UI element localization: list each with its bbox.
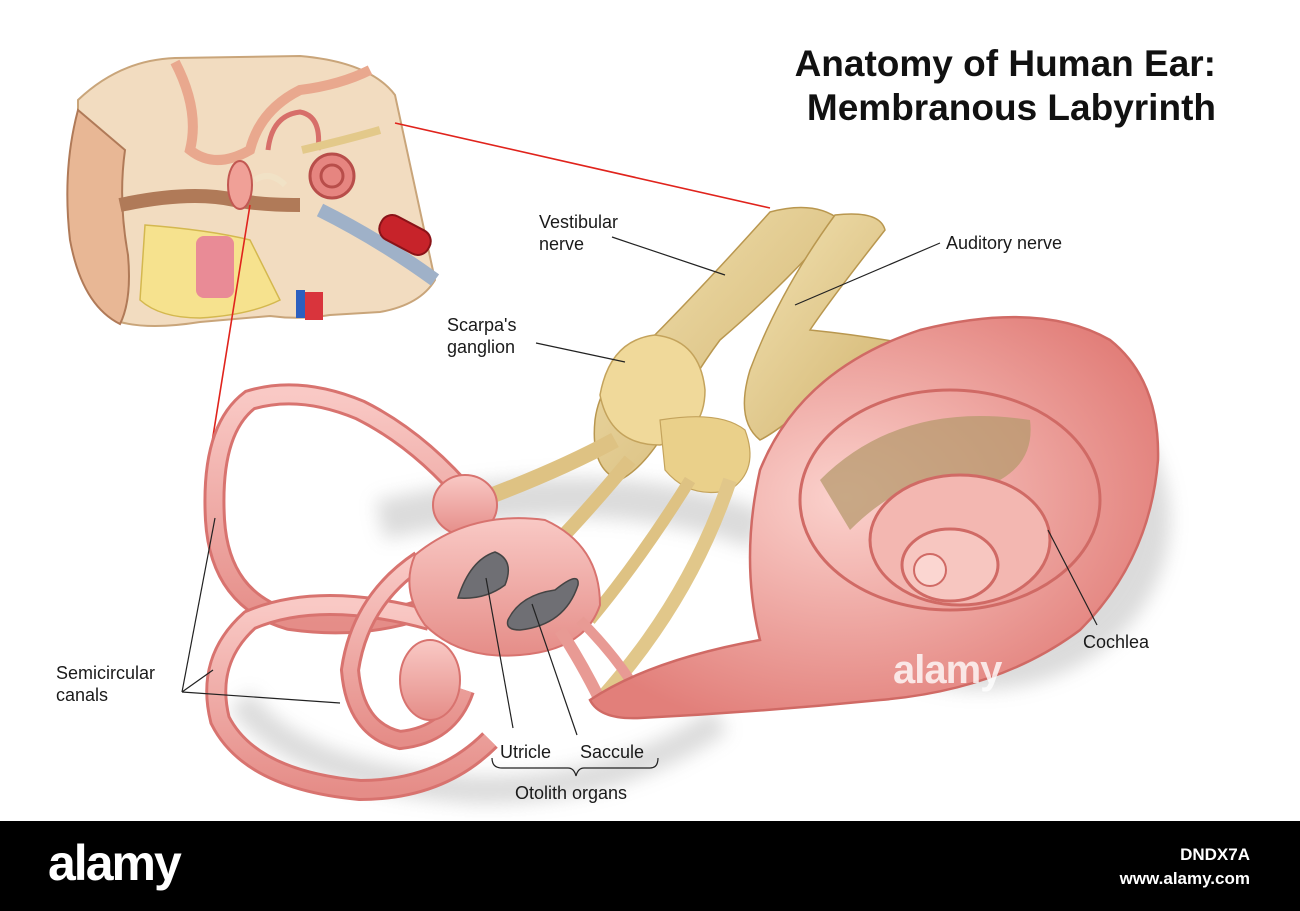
- leader-semicircular-2: [181, 669, 214, 693]
- label-scarpas-ganglion: Scarpa's ganglion: [447, 314, 516, 358]
- watermark: alamy: [893, 648, 1002, 692]
- leader-semicircular-1: [181, 517, 216, 693]
- leader-scarpa: [535, 342, 626, 363]
- parotid-gland: [196, 236, 234, 298]
- label-scarpa-line-1: Scarpa's: [447, 315, 517, 335]
- label-vestibular-nerve: Vestibular nerve: [539, 211, 618, 255]
- saccule-macula: [506, 577, 579, 631]
- leader-auditory: [794, 242, 941, 306]
- inset-semicircular-canals: [265, 109, 322, 151]
- outer-ear-shape: [66, 108, 130, 326]
- footer-image-id: DNDX7A: [1180, 845, 1250, 864]
- cochlear-nerve-fibres: [820, 416, 1031, 530]
- label-vestibular-line-2: nerve: [539, 234, 585, 254]
- utricle-macula: [456, 551, 510, 599]
- leader-lines: [181, 236, 1098, 777]
- footer-brand-logo: alamy: [48, 835, 182, 891]
- footer-site-url: www.alamy.com: [1119, 869, 1250, 888]
- label-semicircular-line-2: canals: [56, 685, 109, 705]
- jugular-vessel-blue: [296, 290, 305, 318]
- diagram-title: Anatomy of Human Ear: Membranous Labyrin…: [795, 42, 1216, 130]
- vestibule-body: [399, 474, 635, 721]
- label-utricle: Utricle: [500, 742, 552, 762]
- label-cochlea: Cochlea: [1083, 632, 1150, 652]
- semicircular-canals-shape: [203, 383, 498, 802]
- leader-semicircular-3: [181, 691, 341, 704]
- label-auditory-nerve: Auditory nerve: [946, 233, 1063, 253]
- leader-vestibular: [611, 236, 726, 276]
- ear-illustration: [66, 54, 1170, 805]
- label-vestibular-line-1: Vestibular: [539, 212, 619, 232]
- carotid-artery: [378, 214, 432, 256]
- label-otolith-organs: Otolith organs: [515, 783, 628, 803]
- inset-cochlea: [308, 152, 356, 200]
- leader-cochlea: [1047, 529, 1098, 626]
- label-semicircular-line-1: Semicircular: [56, 663, 156, 683]
- jugular-vessel-red: [305, 292, 323, 320]
- inset-ear-section: [66, 54, 440, 327]
- title-line-2: Membranous Labyrinth: [806, 87, 1216, 128]
- label-semicircular-canals: Semicircular canals: [56, 662, 155, 706]
- label-saccule: Saccule: [580, 742, 645, 762]
- leader-saccule: [531, 603, 578, 736]
- inset-eardrum: [227, 160, 253, 210]
- leader-utricle: [485, 577, 514, 729]
- footer-bar: alamy DNDX7A www.alamy.com: [0, 821, 1300, 911]
- cochlea-shape: [588, 315, 1160, 720]
- nerve-bundle: [477, 206, 918, 705]
- title-line-1: Anatomy of Human Ear:: [794, 43, 1216, 84]
- label-scarpa-line-2: ganglion: [447, 337, 516, 357]
- otolith-brace: [491, 757, 659, 777]
